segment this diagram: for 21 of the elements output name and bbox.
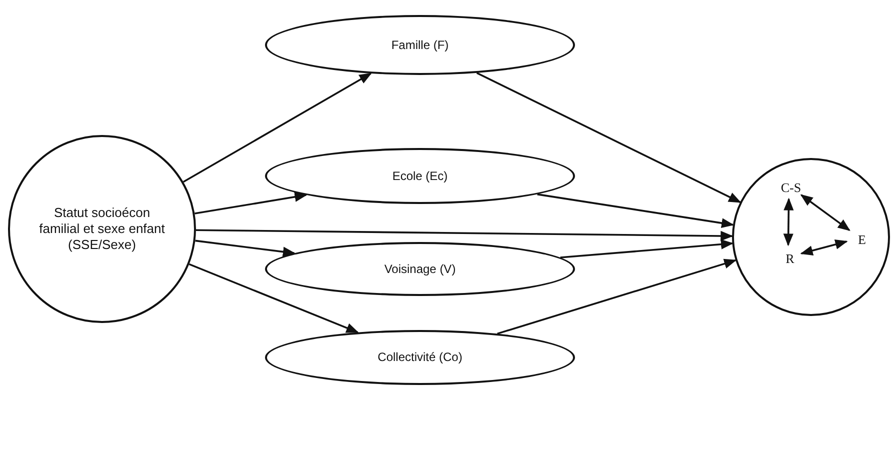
- outcome-label: R: [776, 247, 804, 271]
- arrow: [195, 240, 296, 257]
- factor-ellipse: Collectivité (Co): [265, 330, 575, 385]
- arrow: [196, 229, 734, 242]
- outcome-label: E: [848, 228, 876, 252]
- arrow: [182, 72, 372, 183]
- arrow: [560, 239, 734, 258]
- arrow: [476, 72, 742, 203]
- factor-ellipse: Voisinage (V): [265, 242, 575, 296]
- factor-ellipse: Famille (F): [265, 15, 575, 75]
- factor-ellipse: Ecole (Ec): [265, 148, 575, 204]
- factor-circle: Statut socioécon familial et sexe enfant (SSE/Sexe): [8, 135, 196, 323]
- arrow: [497, 258, 737, 335]
- arrow: [783, 198, 794, 246]
- arrow: [188, 263, 359, 334]
- outcome-label: C-S: [774, 175, 808, 201]
- arrow: [800, 194, 850, 231]
- arrow: [537, 193, 734, 228]
- arrow: [800, 240, 848, 256]
- arrow: [194, 192, 308, 214]
- outcome-circle: [732, 158, 890, 316]
